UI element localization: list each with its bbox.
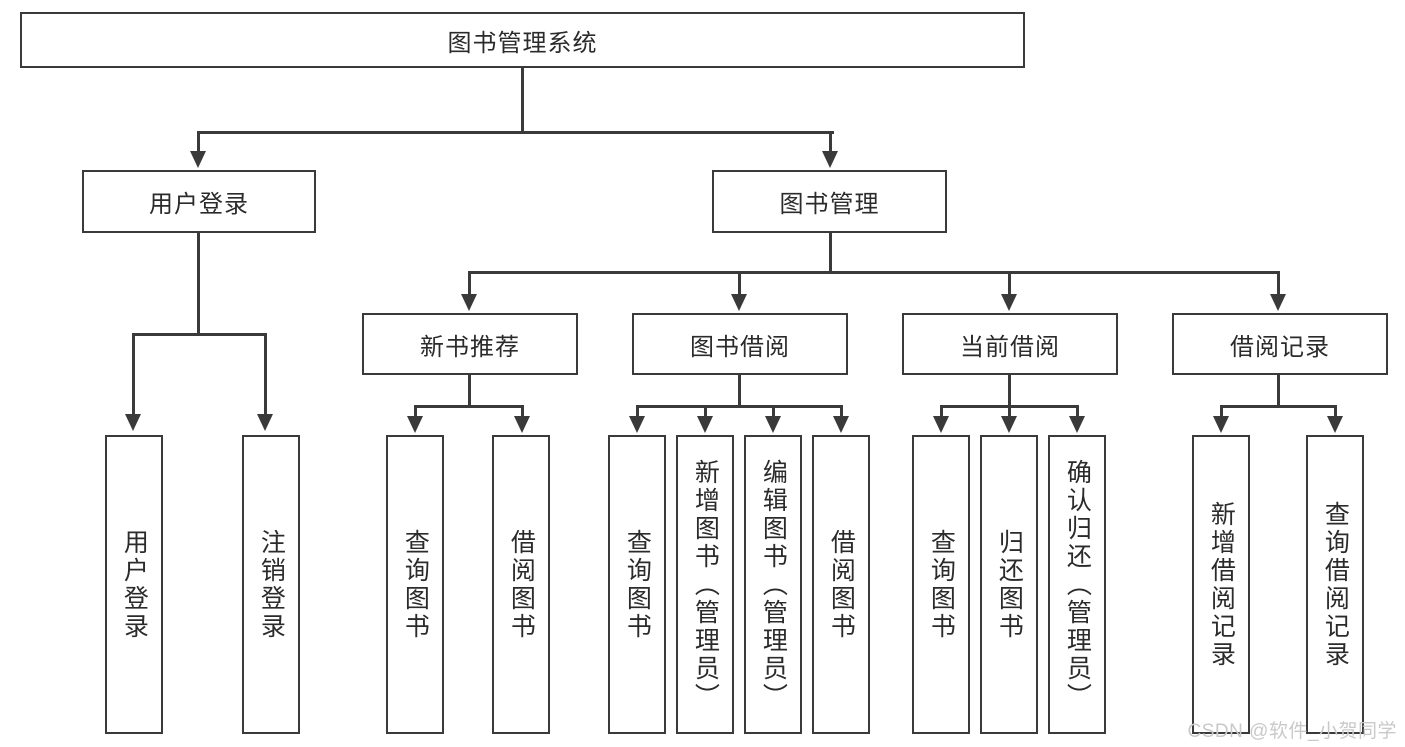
node-label: 查询图书 bbox=[623, 528, 652, 641]
arrowhead-bb-leaf-4 bbox=[833, 416, 849, 433]
arrowhead-bb-leaf-1 bbox=[629, 416, 645, 433]
edge-br-leaf-1 bbox=[1220, 405, 1223, 418]
node-label: 借阅图书 bbox=[507, 528, 536, 641]
leaf-return-book[interactable]: 归还图书 bbox=[980, 435, 1038, 734]
edge-user-login-stem bbox=[197, 233, 200, 335]
node-label: 查询图书 bbox=[401, 528, 430, 641]
node-root-book-management-system[interactable]: 图书管理系统 bbox=[20, 12, 1025, 68]
arrowhead-cb-leaf-2 bbox=[1001, 416, 1017, 433]
arrowhead-book-management bbox=[822, 151, 838, 168]
node-label: 查询图书 bbox=[927, 528, 956, 641]
leaf-query-borrow-record[interactable]: 查询借阅记录 bbox=[1306, 435, 1364, 734]
node-label: 新书推荐 bbox=[420, 333, 520, 361]
edge-user-login-bus bbox=[132, 333, 267, 336]
node-label: 当前借阅 bbox=[960, 333, 1060, 361]
leaf-borrow-book-nbr[interactable]: 借阅图书 bbox=[492, 435, 550, 734]
edge-book-borrow-stem bbox=[738, 375, 741, 407]
edge-borrow-record-bus bbox=[1220, 405, 1337, 408]
leaf-borrow-book-bb[interactable]: 借阅图书 bbox=[812, 435, 870, 734]
edge-new-book-recommend-stem bbox=[468, 375, 471, 407]
edge-bb-leaf-3 bbox=[772, 405, 775, 418]
leaf-edit-book-admin[interactable]: 编辑图书（管理员） bbox=[744, 435, 802, 734]
node-borrow-record[interactable]: 借阅记录 bbox=[1172, 313, 1388, 375]
arrowhead-br-leaf-2 bbox=[1327, 416, 1343, 433]
edge-new-book-recommend-bus bbox=[414, 405, 524, 408]
edge-to-book-borrow bbox=[738, 271, 741, 296]
arrowhead-user-login bbox=[190, 151, 206, 168]
leaf-add-borrow-record[interactable]: 新增借阅记录 bbox=[1192, 435, 1250, 734]
edge-user-login-leaf-2 bbox=[264, 333, 267, 416]
edge-cb-leaf-3 bbox=[1076, 405, 1079, 418]
node-label: 图书管理系统 bbox=[447, 29, 598, 57]
node-label: 图书借阅 bbox=[690, 333, 790, 361]
leaf-add-book-admin[interactable]: 新增图书（管理员） bbox=[676, 435, 734, 734]
node-label: 查询借阅记录 bbox=[1321, 500, 1350, 669]
arrowhead-new-book-recommend bbox=[461, 294, 477, 311]
arrowhead-br-leaf-1 bbox=[1213, 416, 1229, 433]
arrowhead-bb-leaf-2 bbox=[697, 416, 713, 433]
node-current-borrow[interactable]: 当前借阅 bbox=[902, 313, 1118, 375]
leaf-user-login[interactable]: 用户登录 bbox=[105, 435, 163, 734]
node-label: 借阅记录 bbox=[1230, 333, 1330, 361]
edge-book-management-stem bbox=[829, 233, 832, 273]
arrowhead-leaf-user-login bbox=[125, 414, 141, 431]
edge-cb-leaf-1 bbox=[940, 405, 943, 418]
arrowhead-nbr-leaf-2 bbox=[514, 416, 530, 433]
leaf-query-book-nbr[interactable]: 查询图书 bbox=[386, 435, 444, 734]
node-book-management[interactable]: 图书管理 bbox=[712, 170, 947, 233]
edge-to-current-borrow bbox=[1008, 271, 1011, 296]
edge-level3-bus bbox=[468, 271, 1280, 274]
edge-to-book-management bbox=[829, 131, 832, 153]
edge-to-user-login bbox=[197, 131, 200, 153]
arrowhead-borrow-record bbox=[1270, 294, 1286, 311]
edge-nbr-leaf-2 bbox=[521, 405, 524, 418]
edge-bb-leaf-2 bbox=[704, 405, 707, 418]
edge-borrow-record-stem bbox=[1277, 375, 1280, 407]
arrowhead-cb-leaf-1 bbox=[933, 416, 949, 433]
edge-br-leaf-2 bbox=[1334, 405, 1337, 418]
node-label: 编辑图书（管理员） bbox=[759, 458, 788, 711]
leaf-logout[interactable]: 注销登录 bbox=[242, 435, 300, 734]
node-label: 图书管理 bbox=[779, 191, 880, 218]
edge-root-stem bbox=[521, 68, 524, 133]
leaf-confirm-return-admin[interactable]: 确认归还（管理员） bbox=[1048, 435, 1106, 734]
edge-cb-leaf-2 bbox=[1008, 405, 1011, 418]
leaf-query-book-cb[interactable]: 查询图书 bbox=[912, 435, 970, 734]
edge-nbr-leaf-1 bbox=[414, 405, 417, 418]
arrowhead-book-borrow bbox=[731, 294, 747, 311]
edge-book-borrow-bus bbox=[636, 405, 843, 408]
edge-user-login-leaf-1 bbox=[132, 333, 135, 416]
node-label: 确认归还（管理员） bbox=[1063, 458, 1092, 711]
node-label: 借阅图书 bbox=[827, 528, 856, 641]
node-label: 用户登录 bbox=[120, 528, 149, 641]
edge-to-new-book-recommend bbox=[468, 271, 471, 296]
node-user-login[interactable]: 用户登录 bbox=[82, 170, 316, 233]
edge-bb-leaf-4 bbox=[840, 405, 843, 418]
watermark-text: CSDN @软件_小贺同学 bbox=[1187, 721, 1397, 742]
node-new-book-recommend[interactable]: 新书推荐 bbox=[362, 313, 578, 375]
arrowhead-leaf-logout bbox=[257, 414, 273, 431]
node-book-borrow[interactable]: 图书借阅 bbox=[632, 313, 848, 375]
arrowhead-cb-leaf-3 bbox=[1069, 416, 1085, 433]
arrowhead-bb-leaf-3 bbox=[765, 416, 781, 433]
arrowhead-nbr-leaf-1 bbox=[407, 416, 423, 433]
node-label: 新增借阅记录 bbox=[1207, 500, 1236, 669]
node-label: 新增图书（管理员） bbox=[691, 458, 720, 711]
leaf-query-book-bb[interactable]: 查询图书 bbox=[608, 435, 666, 734]
node-label: 用户登录 bbox=[149, 191, 249, 218]
edge-current-borrow-stem bbox=[1008, 375, 1011, 407]
edge-bb-leaf-1 bbox=[636, 405, 639, 418]
edge-level2-bus bbox=[197, 131, 834, 134]
arrowhead-current-borrow bbox=[1001, 294, 1017, 311]
node-label: 归还图书 bbox=[995, 528, 1024, 641]
edge-to-borrow-record bbox=[1277, 271, 1280, 296]
node-label: 注销登录 bbox=[257, 528, 286, 641]
